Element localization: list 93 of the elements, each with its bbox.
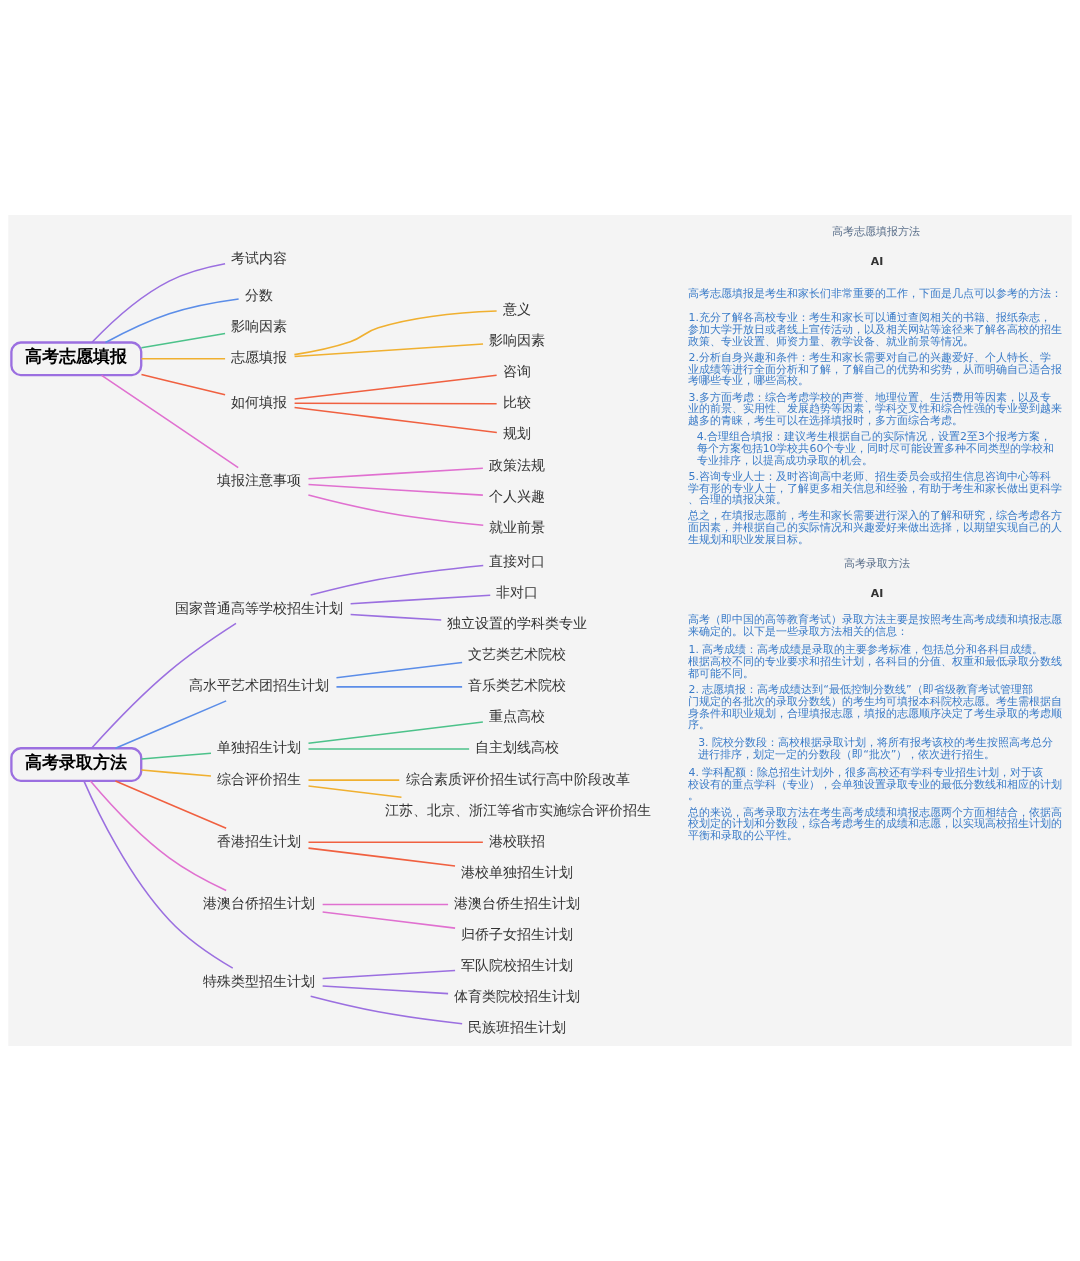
node-text: 江苏、北京、浙江等省市实施综合评价招生 bbox=[384, 801, 651, 818]
label: 总之，在填报志愿前，考生和家长需要进行深入的了解和研究，综合考虑各方面因素，并根据自己的实际情况和兴趣爱好来做出选择，以期望实现自己的人生规划和职业发展目标。 bbox=[688, 509, 1063, 546]
connector bbox=[100, 374, 239, 469]
label: 1. 高考成绩：高考成绩是录取的主要参考标准，包括总分和各科目成绩。根据高校不同的专业要求和招生计划，各科目的分值、权重和最低录取分数线都可能不同。 bbox=[688, 643, 1063, 680]
connector bbox=[307, 467, 484, 480]
node-text: 比较 bbox=[503, 394, 532, 411]
connector bbox=[321, 969, 456, 980]
node-text: 咨询 bbox=[503, 363, 532, 380]
node-text: 自主划线高校 bbox=[475, 739, 560, 756]
connector bbox=[140, 769, 212, 777]
node-box: 高考录取方法 bbox=[10, 747, 143, 783]
node-text: 国家普通高等学校招生计划 bbox=[175, 599, 344, 616]
label: AI bbox=[870, 255, 884, 269]
label: 总的来说，高考录取方法在考生高考成绩和填报志愿两个方面相结合，依据高校划定的计划和分数段，综合考虑考生的成绩和志愿，以实现高校招生计划的平衡和录取的公平性。 bbox=[688, 805, 1063, 842]
node-text: 音乐类艺术院校 bbox=[468, 677, 567, 694]
node-text: 填报注意事项 bbox=[217, 472, 302, 489]
label: 高考录取方法 bbox=[843, 556, 910, 570]
connector bbox=[321, 903, 449, 906]
node-text: 香港招生计划 bbox=[217, 832, 302, 849]
connector bbox=[140, 332, 226, 349]
connector bbox=[307, 785, 403, 798]
node-text: 特殊类型招生计划 bbox=[203, 972, 316, 989]
label: 4. 学科配额：除总招生计划外，很多高校还有学科专业招生计划，对于该校设有的重点学科（专业），会单独设置录取专业的最低分数线和相应的计划。 bbox=[688, 766, 1063, 803]
connector bbox=[307, 841, 484, 844]
connector bbox=[309, 564, 484, 596]
connector bbox=[349, 594, 491, 605]
node-text: 高水平艺术团招生计划 bbox=[189, 677, 330, 694]
node-text: 政策法规 bbox=[489, 456, 546, 473]
node-text: 重点高校 bbox=[489, 708, 546, 725]
node-text: 军队院校招生计划 bbox=[461, 957, 574, 974]
label: 1.充分了解各高校专业：考生和家长可以通过查阅相关的书籍、报纸杂志，参加大学开放日或者线上宣传活动，以及相关网站等途径来了解各高校的招生政策、专业设置、师资力量、教学设备、就业前景等情况。 bbox=[688, 311, 1063, 348]
connector bbox=[307, 483, 484, 496]
connector bbox=[321, 985, 449, 995]
connector bbox=[293, 343, 484, 358]
node-text: 港澳台侨招生计划 bbox=[203, 894, 316, 911]
node-text: 影响因素 bbox=[231, 318, 288, 335]
connector bbox=[114, 780, 227, 830]
connector bbox=[140, 752, 212, 760]
node-text: 港校联招 bbox=[489, 832, 546, 849]
label: 3.多方面考虑：综合考虑学校的声誉、地理位置、生活费用等因素，以及专业的前景、实用性、发展趋势等因素，学科交叉性和综合性强的专业受到越来越多的青睐，考生可以在选择填报时，多方面综合考虑。 bbox=[688, 390, 1063, 427]
connector bbox=[309, 995, 463, 1025]
node-text: 民族班招生计划 bbox=[468, 1019, 567, 1036]
node-text: 规划 bbox=[503, 425, 532, 442]
connector bbox=[293, 402, 498, 405]
connector bbox=[140, 358, 226, 360]
connector bbox=[321, 911, 456, 929]
connector bbox=[293, 374, 498, 400]
label: 高考（即中国的高等教育考试）录取方法主要是按照考生高考成绩和填报志愿来确定的。以下是一些录取方法相关的信息： bbox=[688, 613, 1063, 638]
node-text: 单独招生计划 bbox=[217, 739, 302, 756]
connector bbox=[83, 780, 234, 969]
label: 高考志愿填报是考生和家长们非常重要的工作，下面是几点可以参考的方法： bbox=[688, 287, 1063, 301]
node-text: 分数 bbox=[245, 287, 274, 304]
label: 2.分析自身兴趣和条件：考生和家长需要对自己的兴趣爱好、个人特长、学业成绩等进行全面分析和了解，了解自己的优势和劣势，从而明确自己适合报考哪些专业，哪些高校。 bbox=[688, 350, 1063, 388]
label: 高考志愿填报方法 bbox=[832, 224, 921, 238]
node-text: 影响因素 bbox=[489, 332, 546, 349]
node-text: 就业前景 bbox=[489, 518, 546, 535]
node-text: 港澳台侨生招生计划 bbox=[454, 894, 581, 911]
connector bbox=[89, 780, 227, 892]
label: AI bbox=[870, 587, 884, 601]
node-text: 意义 bbox=[503, 301, 532, 318]
node-box: 高考志愿填报 bbox=[10, 341, 143, 377]
connector bbox=[307, 721, 484, 744]
node-text: 归侨子女招生计划 bbox=[461, 926, 574, 943]
connector bbox=[90, 622, 237, 749]
connector bbox=[307, 779, 401, 781]
connector bbox=[307, 494, 484, 527]
connector bbox=[293, 310, 498, 356]
node-text: 文艺类艺术院校 bbox=[468, 646, 567, 663]
connector bbox=[349, 613, 442, 621]
connector bbox=[307, 847, 456, 867]
connector bbox=[114, 700, 227, 749]
label: 4.合理组合填报：建议考生根据自己的实际情况，设置2至3个报考方案，每个方案包括10学校共60个专业，同时尽可能设置多种不同类型的学校和专业排序，以提高成功录取的机会。 bbox=[696, 430, 1055, 467]
connector bbox=[104, 298, 240, 344]
node-text: 直接对口 bbox=[489, 552, 546, 569]
label: 5.咨询专业人士：及时咨询高中老师、招生委员会或招生信息咨询中心等科学有形的专业人士，了解更多相关信息和经验，有助于考生和家长做出更科学、合理的填报决策。 bbox=[688, 469, 1063, 507]
node-text: 如何填报 bbox=[231, 393, 288, 410]
node-text: 港校单独招生计划 bbox=[461, 863, 574, 880]
connector bbox=[91, 262, 226, 344]
node-text: 体育类院校招生计划 bbox=[454, 988, 581, 1005]
connector bbox=[293, 406, 498, 434]
node-text: 考试内容 bbox=[231, 249, 288, 266]
label: 3. 院校分数段：高校根据录取计划，将所有报考该校的考生按照高考总分进行排序，划定一定的分数段（即“批次”），依次进行招生。 bbox=[698, 736, 1054, 761]
node-text: 独立设置的学科类专业 bbox=[447, 615, 588, 632]
node-text: 非对口 bbox=[496, 584, 539, 600]
node-text: 综合评价招生 bbox=[217, 770, 302, 787]
label: 2. 志愿填报：高考成绩达到“最低控制分数线”（即省级教育考试管理部门规定的各批次的录取分数线）的考生均可填报本科院校志愿。考生需根据自身条件和职业规划，合理填报志愿，填报的志愿顺序决定了考生录取的考虑顺序。 bbox=[688, 683, 1063, 732]
connector bbox=[140, 373, 226, 396]
node-text: 志愿填报 bbox=[231, 349, 288, 366]
node-text: 个人兴趣 bbox=[489, 487, 546, 504]
connector bbox=[307, 748, 470, 750]
node-text: 综合素质评价招生试行高中阶段改革 bbox=[405, 770, 630, 787]
connector bbox=[335, 686, 463, 688]
connector bbox=[335, 661, 463, 679]
